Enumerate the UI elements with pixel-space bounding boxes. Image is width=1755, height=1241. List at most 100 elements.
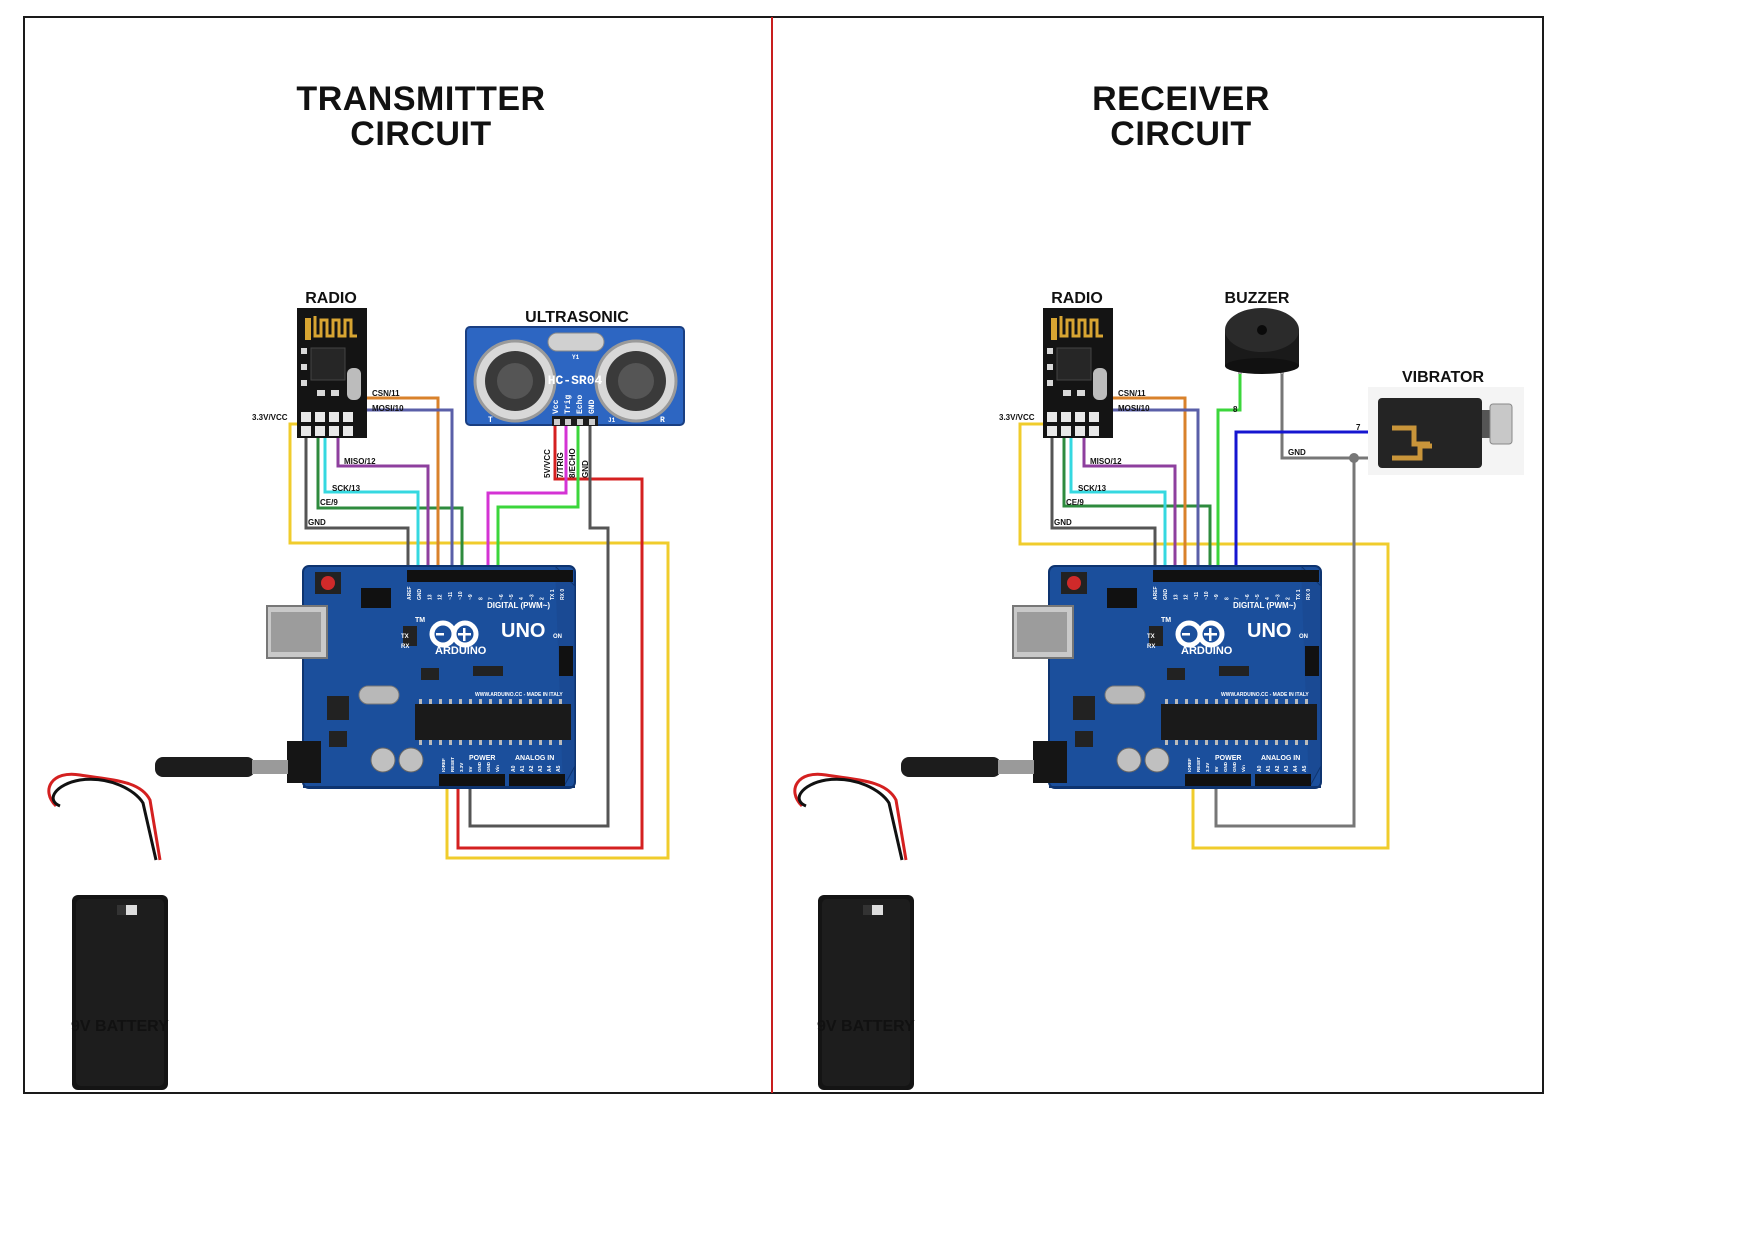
tx-pin-csn-label: CSN/11 xyxy=(372,389,400,398)
tx-arduino-power-header: POWER xyxy=(469,755,495,762)
rx-arduino-on: ON xyxy=(1299,634,1308,640)
rx-buzzer-pin-label: 8 xyxy=(1233,405,1238,414)
rx-arduino-brand: ARDUINO xyxy=(1181,645,1233,657)
ultrasonic-mark-y1: Y1 xyxy=(572,354,580,361)
ultrasonic-label: ULTRASONIC xyxy=(525,309,629,326)
rx-wire-vibrator-gnd xyxy=(1214,456,1392,828)
ultrasonic-pin-echo: Echo xyxy=(576,395,585,414)
rx-arduino-tx: TX xyxy=(1147,634,1155,640)
rx-vibrator-gnd-label: GND xyxy=(1288,448,1306,457)
tx-digital-pin-label: ~9 xyxy=(468,594,474,600)
ultrasonic-pin-trig: Trig xyxy=(564,395,573,414)
rx-digital-pin-label: ~9 xyxy=(1214,594,1220,600)
tx-pin-sck-label: SCK/13 xyxy=(332,484,361,493)
buzzer-component xyxy=(1225,308,1299,374)
tx-arduino-tm: TM xyxy=(415,617,425,624)
rx-power-pin-label: 3.3V xyxy=(1205,763,1210,772)
tx-digital-pin-label: TX 1 xyxy=(550,589,556,600)
rx-analog-pin-label: A3 xyxy=(1284,765,1290,772)
wire-sonic-5v xyxy=(456,425,644,850)
rx-power-pin-label: GND xyxy=(1232,761,1237,772)
rx-digital-pin-label: ~6 xyxy=(1245,594,1251,600)
transmitter-battery-label: 9V BATTERY xyxy=(71,1018,169,1035)
rx-analog-pin-label: A4 xyxy=(1293,765,1299,772)
rx-digital-pin-label: ~5 xyxy=(1255,594,1261,600)
rx-wire-ce xyxy=(1062,426,1212,578)
tx-arduino-brand: ARDUINO xyxy=(435,645,487,657)
rx-arduino-rx: RX xyxy=(1147,644,1155,650)
rx-digital-pin-label: ~10 xyxy=(1204,591,1210,600)
receiver-arduino-board: TM UNO ARDUINO DIGITAL (PWM~) POWER ANAL… xyxy=(1013,566,1321,788)
receiver-title-line2: CIRCUIT xyxy=(1110,115,1251,153)
rx-digital-pin-label: 12 xyxy=(1184,594,1190,600)
tx-digital-pin-label: 7 xyxy=(489,597,495,600)
vibrator-motor xyxy=(1368,387,1524,475)
tx-arduino-tx: TX xyxy=(401,634,409,640)
tx-pin-mosi-label: MOSI/10 xyxy=(372,404,404,413)
wire-vcc-3v3 xyxy=(288,422,670,860)
rx-arduino-model: UNO xyxy=(1247,620,1291,642)
wire-ce xyxy=(316,426,464,578)
rx-analog-pin-label: A5 xyxy=(1302,765,1308,772)
rx-wire-vcc-3v3 xyxy=(1018,422,1390,850)
tx-analog-pin-label: A5 xyxy=(556,765,562,772)
tx-analog-pin-label: A0 xyxy=(511,765,517,772)
rx-arduino-power-header: POWER xyxy=(1215,755,1241,762)
rx-digital-pin-label: 4 xyxy=(1265,597,1271,600)
rx-arduino-analog-header: ANALOG IN xyxy=(1261,755,1300,762)
rx-digital-pin-label: GND xyxy=(1163,589,1169,601)
receiver-circuit: RADIO 3.3V/VCC CSN/11 MOSI/10 MISO/12 SC… xyxy=(793,290,1524,1092)
rx-digital-pin-label: 7 xyxy=(1235,597,1241,600)
rx-power-pin-label: Vin xyxy=(1241,765,1246,772)
tx-digital-pin-label: 4 xyxy=(519,597,525,600)
rx-pin-vcc-label: 3.3V/VCC xyxy=(999,413,1035,422)
receiver-battery xyxy=(793,757,1034,1092)
transmitter-arduino-board: TM UNO ARDUINO DIGITAL (PWM~) POWER ANAL… xyxy=(267,566,575,788)
rx-pin-sck-label: SCK/13 xyxy=(1078,484,1107,493)
rx-pin-mosi-label: MOSI/10 xyxy=(1118,404,1150,413)
sonic-pin-trig-label: 7/TRIG xyxy=(556,452,565,478)
rx-analog-pin-label: A2 xyxy=(1275,765,1281,772)
rx-digital-pin-label: TX 1 xyxy=(1296,589,1302,600)
tx-digital-pin-label: ~11 xyxy=(448,592,454,600)
vibrator-label: VIBRATOR xyxy=(1402,369,1485,386)
rx-wire-buzzer xyxy=(1216,372,1242,578)
receiver-battery-label: 9V BATTERY xyxy=(817,1018,915,1035)
tx-power-pin-label: GND xyxy=(477,761,482,772)
rx-digital-pin-label: AREF xyxy=(1153,586,1159,600)
wire-sonic-trig xyxy=(486,425,568,578)
rx-pin-miso-label: MISO/12 xyxy=(1090,457,1122,466)
tx-digital-pin-label: 2 xyxy=(540,597,546,600)
rx-pin-ce-label: CE/9 xyxy=(1066,498,1084,507)
rx-power-pin-label: IOREF xyxy=(1187,758,1192,772)
receiver-title-line1: RECEIVER xyxy=(1092,80,1270,118)
transmitter-battery xyxy=(47,757,288,1092)
transmitter-title-line2: CIRCUIT xyxy=(350,115,491,153)
tx-digital-pin-label: 12 xyxy=(438,594,444,600)
rx-digital-pin-label: ~3 xyxy=(1275,594,1281,600)
wire-sck xyxy=(323,426,420,578)
rx-arduino-digital-header: DIGITAL (PWM~) xyxy=(1233,601,1296,610)
rx-pin-csn-label: CSN/11 xyxy=(1118,389,1146,398)
ultrasonic-mark-r: R xyxy=(660,416,665,425)
rx-digital-pin-label: RX 0 xyxy=(1306,589,1312,600)
sonic-pin-echo-label: 8/ECHO xyxy=(568,448,577,478)
rx-analog-pin-label: A0 xyxy=(1257,765,1263,772)
ultrasonic-pin-vcc: Vcc xyxy=(552,399,561,414)
buzzer-label: BUZZER xyxy=(1225,290,1290,307)
transmitter-radio-module xyxy=(295,306,369,440)
tx-power-pin-label: RESET xyxy=(450,757,455,772)
rx-vibrator-pin-label: 7 xyxy=(1356,423,1361,432)
tx-digital-pin-label: GND xyxy=(417,589,423,601)
tx-digital-pin-label: ~10 xyxy=(458,591,464,600)
tx-pin-miso-label: MISO/12 xyxy=(344,457,376,466)
tx-power-pin-label: Vin xyxy=(495,765,500,772)
sonic-pin-vcc-label: 5V/VCC xyxy=(543,449,552,478)
receiver-radio-label: RADIO xyxy=(1051,290,1103,307)
rx-analog-pin-label: A1 xyxy=(1266,765,1272,772)
tx-digital-pin-label: ~6 xyxy=(499,594,505,600)
tx-arduino-made-in: WWW.ARDUINO.CC - MADE IN ITALY xyxy=(475,692,563,698)
tx-power-pin-label: 5V xyxy=(468,766,473,772)
wire-miso xyxy=(336,426,430,578)
